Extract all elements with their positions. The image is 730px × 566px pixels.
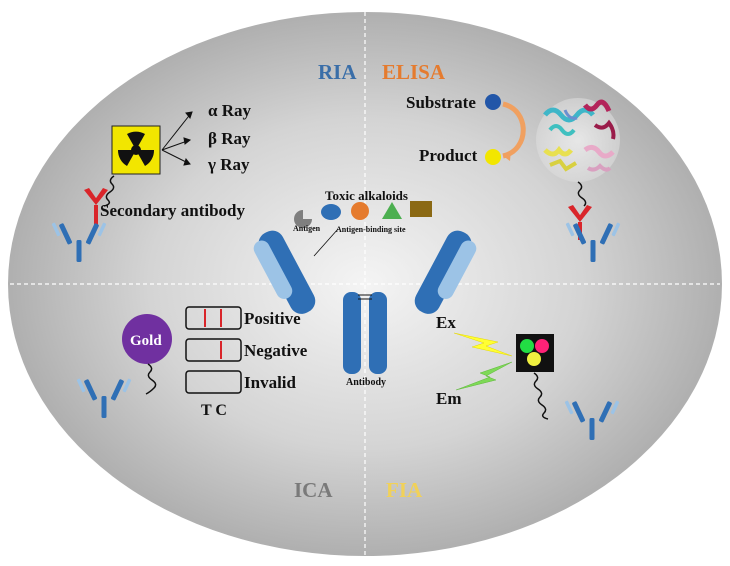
binding-site-pointer bbox=[313, 228, 339, 257]
ica-linker bbox=[145, 363, 157, 395]
product-label: Product bbox=[419, 146, 478, 165]
secondary-antibody-label: Secondary antibody bbox=[100, 201, 245, 220]
fluorescent-beads-icon bbox=[516, 334, 554, 372]
ica-title: ICA bbox=[294, 478, 333, 502]
gold-nanoparticle-icon bbox=[122, 314, 172, 364]
ray-arrows bbox=[161, 111, 193, 166]
alkaloid-triangle-shape bbox=[382, 202, 402, 219]
substrate-dot bbox=[485, 94, 501, 110]
antigen-binding-site-label: Antigen-binding site bbox=[336, 225, 406, 234]
alkaloid-pacman-shape bbox=[294, 210, 312, 228]
gold-label: Gold bbox=[130, 333, 162, 349]
positive-label: Positive bbox=[244, 309, 301, 328]
strip-tc-label: T C bbox=[201, 402, 227, 419]
enzyme-protein-icon bbox=[536, 98, 620, 182]
elisa-linker bbox=[577, 181, 587, 207]
strip-invalid bbox=[185, 370, 242, 394]
fia-linker bbox=[533, 372, 549, 420]
toxic-alkaloids-label: Toxic alkaloids bbox=[325, 188, 408, 203]
ray-gamma-label: γ Ray bbox=[207, 155, 250, 174]
radiation-icon bbox=[111, 125, 161, 175]
fia-title: FIA bbox=[386, 478, 423, 502]
conversion-arrowhead bbox=[503, 150, 511, 161]
lightning-em-icon bbox=[455, 361, 513, 391]
alkaloid-square-shape bbox=[410, 201, 432, 217]
central-antibody-icon bbox=[253, 230, 477, 374]
em-label: Em bbox=[436, 389, 462, 408]
ex-label: Ex bbox=[436, 313, 456, 332]
alkaloid-ellipse-shape bbox=[321, 204, 341, 220]
product-dot bbox=[485, 149, 501, 165]
ray-alpha-label: α Ray bbox=[208, 101, 252, 120]
invalid-label: Invalid bbox=[244, 373, 297, 392]
alkaloid-circle-shape bbox=[351, 202, 369, 220]
lightning-ex-icon bbox=[453, 332, 513, 357]
strip-negative bbox=[185, 338, 242, 362]
ray-beta-label: β Ray bbox=[208, 129, 251, 148]
elisa-title: ELISA bbox=[382, 60, 446, 84]
toxic-alkaloid-shapes bbox=[294, 201, 432, 228]
negative-label: Negative bbox=[244, 341, 308, 360]
strip-positive bbox=[185, 306, 242, 330]
ria-title: RIA bbox=[318, 60, 357, 84]
ria-linker bbox=[103, 175, 115, 207]
antibody-label: Antibody bbox=[346, 377, 386, 388]
ria-secondary-antibody-icon bbox=[84, 188, 108, 225]
antigen-label: Antigen bbox=[293, 224, 321, 233]
substrate-label: Substrate bbox=[406, 93, 476, 112]
